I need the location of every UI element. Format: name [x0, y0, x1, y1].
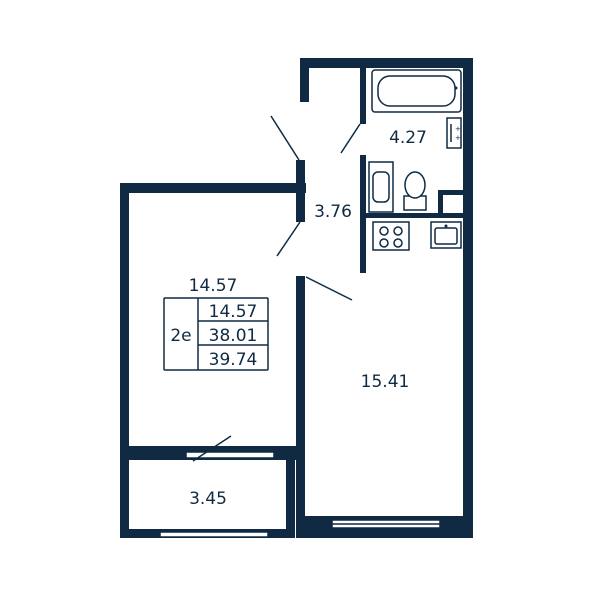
hall-area-label: 3.76 — [314, 202, 352, 222]
total-area-value: 38.01 — [209, 326, 258, 346]
washing-machine-icon — [368, 161, 394, 213]
toilet-icon — [403, 171, 427, 211]
wall — [286, 458, 295, 538]
wall — [463, 58, 473, 538]
wall — [120, 183, 306, 193]
bathtub-icon — [371, 69, 462, 113]
wall — [296, 160, 305, 192]
wall — [300, 58, 309, 102]
window — [159, 531, 269, 538]
wall — [438, 190, 443, 214]
wall — [366, 213, 464, 218]
wall — [120, 458, 129, 538]
windows — [159, 451, 441, 538]
door-entrance — [270, 115, 300, 161]
door-balcony — [192, 435, 232, 462]
wall — [296, 192, 305, 222]
svg-text:+: + — [455, 134, 461, 142]
apartment-type: 2е — [170, 326, 191, 346]
area-summary-table: 2е 14.57 38.01 39.74 — [163, 297, 269, 371]
doors — [192, 115, 361, 462]
wall — [360, 66, 366, 124]
door-kitchen — [305, 276, 353, 301]
balcony-area-label: 3.45 — [189, 489, 227, 509]
wall — [296, 276, 305, 538]
total-with-balcony-value: 39.74 — [209, 350, 258, 370]
washbasin-icon: + + — [446, 117, 462, 149]
room-area-label: 14.57 — [189, 276, 238, 296]
window — [185, 451, 275, 459]
stove-icon — [372, 221, 410, 251]
living-area-value: 14.57 — [209, 302, 258, 322]
kitchen-living-area-label: 15.41 — [361, 372, 410, 392]
wall — [120, 183, 129, 483]
wall — [300, 58, 473, 68]
door-room — [276, 221, 301, 257]
door-bathroom — [340, 123, 361, 154]
sink-icon — [430, 221, 462, 249]
bathroom-area-label: 4.27 — [389, 128, 427, 148]
wall — [438, 190, 464, 195]
svg-text:+: + — [455, 125, 461, 133]
wall — [360, 155, 366, 273]
